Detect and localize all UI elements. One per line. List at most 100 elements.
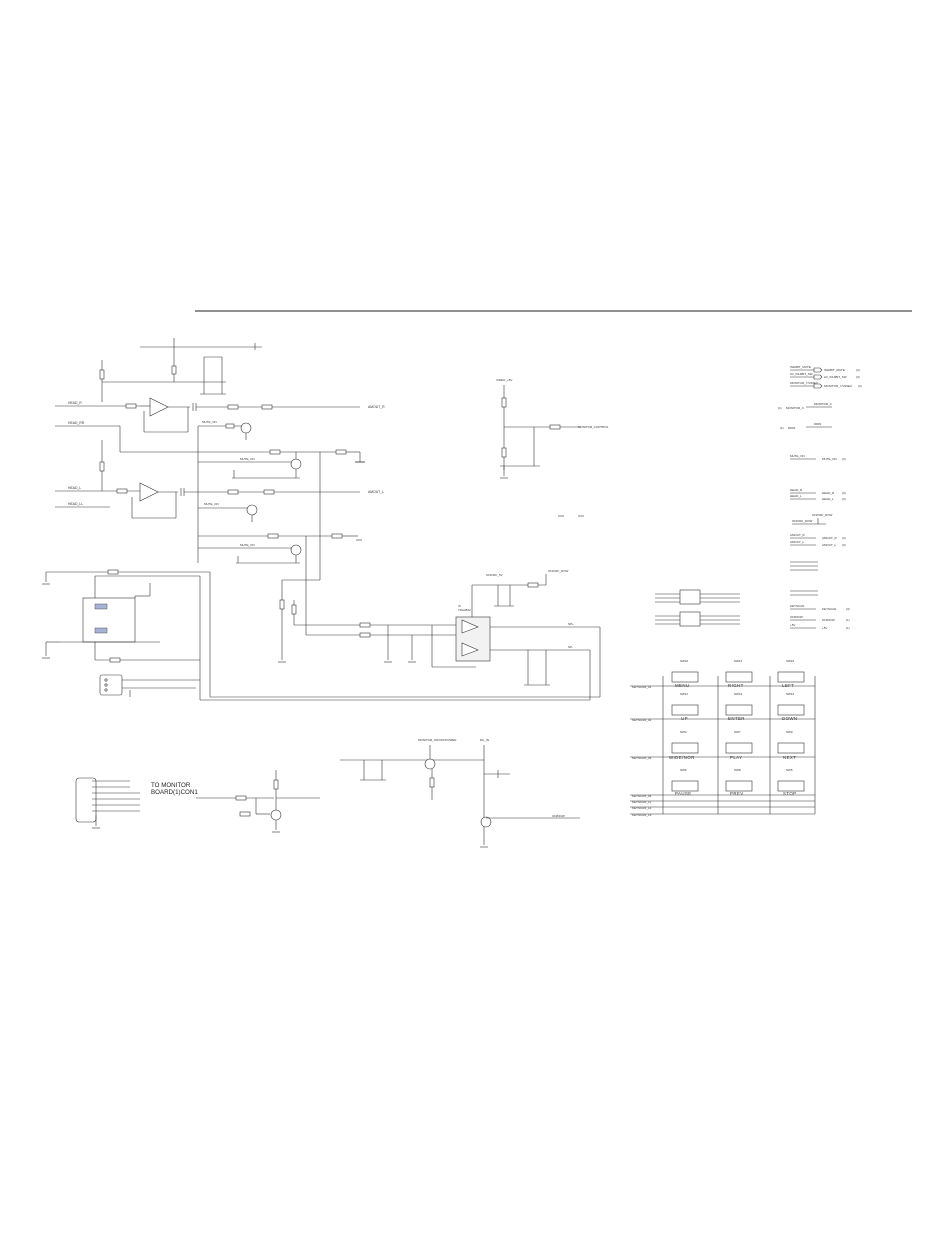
port-amout-l: AMOUT_L AMOUT_L (3) [790,540,846,547]
head-l-label: HEAD_L [68,486,81,490]
key-play-label: PLAY [730,755,743,760]
head-r-label: HEAD_R [68,401,82,405]
svg-text:(3): (3) [842,536,846,540]
key-play[interactable]: SW7 PLAY [725,730,753,760]
svg-text:SW8: SW8 [734,768,741,772]
scan-line-12: KEYSCAN_12 [632,806,652,810]
mute-on-label-4: MUTE_ON [240,543,255,547]
svg-text:SW6: SW6 [680,768,687,772]
svg-text:KEYSCAN: KEYSCAN [790,604,804,608]
svg-text:HEAD_L: HEAD_L [822,497,834,501]
key-prev[interactable]: SW8 PREV [725,768,753,796]
key-prev-label: PREV [730,791,744,796]
scan-line-13: KEYSCAN_13 [632,813,652,817]
port-onoff-dow: ON/OFF_DOW ON/OFF_DOW [792,513,833,525]
headphone-jack-block [45,569,600,700]
port-5v: +5V +5V (1) [790,623,850,630]
key-wide-nor-label: WIDE/NOR [669,755,695,760]
svg-text:AMOUT_R: AMOUT_R [790,533,806,537]
port-inhibit-mute: INHIBIT_MUTE INHIBIT_MUTE (3) [790,365,860,373]
svg-text:AMOUT_L: AMOUT_L [790,540,805,544]
key-up[interactable]: SW11 UP [671,692,699,721]
key-enter-label: ENTER [728,716,745,721]
svg-text:MONITOR_C: MONITOR_C [814,402,833,406]
port-amout-r: AMOUT_R AMOUT_R (3) [790,533,846,540]
svg-text:(1): (1) [778,406,782,410]
port-mute-on: MUTE_ON MUTE_ON (3) [790,454,846,461]
spk-l-label: SP+ [568,622,574,626]
key-right[interactable]: SW13 RIGHT [725,659,753,688]
port-ddin: (1) DDIN DDIN [780,422,832,430]
svg-text:(3): (3) [846,607,850,611]
key-left[interactable]: SW16 LEFT [777,659,805,688]
svg-text:(1): (1) [780,426,784,430]
svg-text:SW10: SW10 [680,659,689,663]
dc-in-label: DC_IN [480,738,489,742]
svg-text:INHIBIT_MUTE: INHIBIT_MUTE [824,368,845,372]
port-monitor-c: (1) MONITOR_C MONITOR_C [778,402,833,410]
scan-line-04: KEYSCAN_04 [632,794,652,798]
key-enter[interactable]: SW14 ENTER [725,692,753,721]
opamp-r-symbol [149,397,169,417]
key-stop[interactable]: SW5 STOP [777,768,805,796]
svg-text:MONITOR_C: MONITOR_C [786,406,805,410]
scan-line-02: KEYSCAN_02 [632,718,652,722]
svg-text:ON/DOW: ON/DOW [790,615,803,619]
mute-transistor-1 [240,422,252,434]
svg-text:(3): (3) [842,457,846,461]
key-next[interactable]: SW9 NEXT [777,730,805,760]
svg-text:SW7: SW7 [734,730,741,734]
amout-l-label: AMOUT_L [368,490,384,494]
jack-connector [99,674,123,696]
key-menu-label: MENU [675,683,690,688]
key-next-label: NEXT [783,755,796,760]
svg-text:(3): (3) [842,543,846,547]
svg-text:(3): (3) [856,368,860,372]
key-menu[interactable]: SW10 MENU [671,659,699,688]
svg-text:AV_INHIBIT_SW: AV_INHIBIT_SW [790,372,813,376]
ondow-transistor [480,816,492,828]
svg-text:MUTE_ON: MUTE_ON [790,454,805,458]
mute-on-label-1: MUTE_ON [202,420,217,424]
power-transistor [424,758,436,770]
svg-text:SW4: SW4 [680,730,687,734]
svg-text:SW11: SW11 [680,692,688,696]
mute-on-label-2: MUTE_ON [240,457,255,461]
onoff-dow-label: ON/OFF_DOW [548,569,569,573]
amp-ic-ref: IC [458,604,462,608]
keypad-section: KEYSCAN_01 KEYSCAN_02 KEYSCAN_03 KEYSCAN… [630,659,816,817]
monitor-control-label: MONITOR_CONTROL [578,425,609,429]
monitor-power-section: MONITOR_ON/OFFPOWER DC_IN ON/DOW [340,738,580,845]
port-ondow: ON/DOW ON/DOW (1) [790,615,850,622]
port-list: INHIBIT_MUTE INHIBIT_MUTE (3) AV_INHIBIT… [778,365,862,630]
svg-text:(3): (3) [842,491,846,495]
speaker-amp-section: IC TDA2822 ON/OFF_5V ON/OFF_DOW SP+ SP- [200,569,601,701]
monitor-connector-title-1: TO MONITOR [151,782,191,789]
opamp-l-symbol [139,482,159,502]
key-down[interactable]: SW12 DOWN [777,692,805,721]
svg-text:ON/OFF_DOW: ON/OFF_DOW [812,513,833,517]
port-head-r: HEAD_R HEAD_R (3) [790,488,846,495]
scan-line-01: KEYSCAN_01 [632,685,652,689]
grounds [42,461,584,848]
monitor-onoff-label: MONITOR_ON/OFFPOWER [418,738,457,742]
port-monitor-video: MONITOR_Y/VIDEO MONITOR_Y/VIDEO (3) [790,381,862,389]
monitor-connector-title-2: BOARD(1)CON1 [151,789,198,796]
mute-transistor-4 [290,544,302,556]
head-rr-label: HEAD_RR [68,421,85,425]
svg-text:SW5: SW5 [786,768,793,772]
svg-text:AMOUT_R: AMOUT_R [822,536,838,540]
vcc-12v-label: VIDEO_+5V [496,378,512,382]
port-head-l: HEAD_L HEAD_L (3) [790,494,846,501]
svg-text:SW9: SW9 [786,730,793,734]
svg-text:AV_INHIBIT_SW: AV_INHIBIT_SW [824,375,847,379]
svg-text:DDIN: DDIN [814,422,821,426]
key-pause[interactable]: SW6 PAUSE [671,768,699,796]
port-bus-1 [790,561,818,596]
spk-r-label: SP- [568,645,573,649]
key-up-label: UP [681,716,688,721]
resistor-network [655,589,740,627]
key-wide-nor[interactable]: SW4 WIDE/NOR [669,730,699,760]
